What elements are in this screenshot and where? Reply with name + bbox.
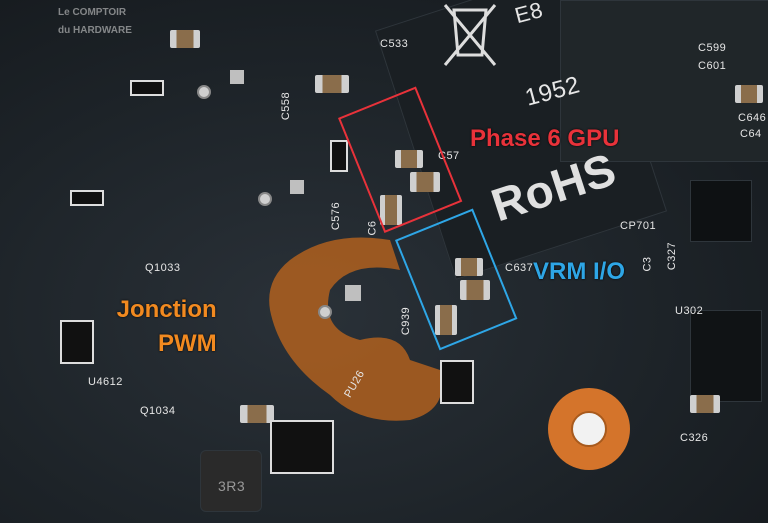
watermark-line1: Le COMPTOIR [58, 7, 127, 18]
copper-pad [269, 237, 442, 421]
pad [290, 180, 304, 194]
capacitor [395, 150, 423, 168]
jonction-pwm-line1: Jonction [116, 296, 217, 323]
pad [230, 70, 244, 84]
capacitor [380, 195, 402, 225]
resistor [130, 80, 164, 96]
capacitor [435, 305, 457, 335]
capacitor [735, 85, 763, 103]
weee-bin-icon [443, 4, 497, 66]
silk-label: Q1033 [145, 262, 181, 274]
silk-label: CP701 [620, 220, 657, 232]
capacitor [460, 280, 490, 300]
silk-label: C64 [740, 128, 762, 140]
silk-label: C939 [400, 306, 413, 336]
silk-label: U4612 [88, 376, 123, 388]
capacitor [455, 258, 483, 276]
silk-label: C576 [330, 201, 343, 231]
silk-label: C3 [641, 256, 654, 272]
silk-label: Q1034 [140, 405, 176, 417]
via [318, 305, 332, 319]
mounting-hole [548, 388, 630, 470]
silk-label: C326 [680, 432, 709, 444]
jonction-pwm-line2: PWM [158, 330, 217, 357]
memory-chip [560, 0, 768, 162]
resistor [330, 140, 348, 172]
silk-label: C599 [698, 42, 727, 54]
capacitor [170, 30, 200, 48]
silk-label: 3R3 [218, 478, 246, 494]
via [258, 192, 272, 206]
silk-label: C646 [738, 112, 767, 124]
silk-label: C637 [505, 262, 534, 274]
capacitor [410, 172, 440, 192]
capacitor [315, 75, 349, 93]
resistor [440, 360, 474, 404]
inductor-3r3 [200, 450, 262, 512]
silk-label: C57 [438, 150, 460, 162]
silk-label: C601 [698, 60, 727, 72]
silk-label: C6 [366, 220, 379, 236]
jonction-pwm-label: Jonction PWM [96, 293, 217, 361]
via [197, 85, 211, 99]
capacitor-cp701 [690, 180, 752, 242]
watermark-logo: Le COMPTOIR du HARDWARE [58, 2, 132, 38]
ic-chip [270, 420, 334, 474]
silk-label: U302 [675, 305, 704, 317]
transistor [60, 320, 94, 364]
capacitor [240, 405, 274, 423]
phase6-gpu-label: Phase 6 GPU [470, 125, 620, 152]
vrm-io-label: VRM I/O [533, 258, 626, 285]
resistor [70, 190, 104, 206]
silk-label: C533 [380, 38, 409, 50]
pad [345, 285, 361, 301]
silk-label: C558 [280, 91, 293, 121]
silk-label: C327 [666, 241, 679, 271]
watermark-line2: du HARDWARE [58, 25, 132, 36]
regulator-chip [690, 310, 762, 402]
capacitor [690, 395, 720, 413]
